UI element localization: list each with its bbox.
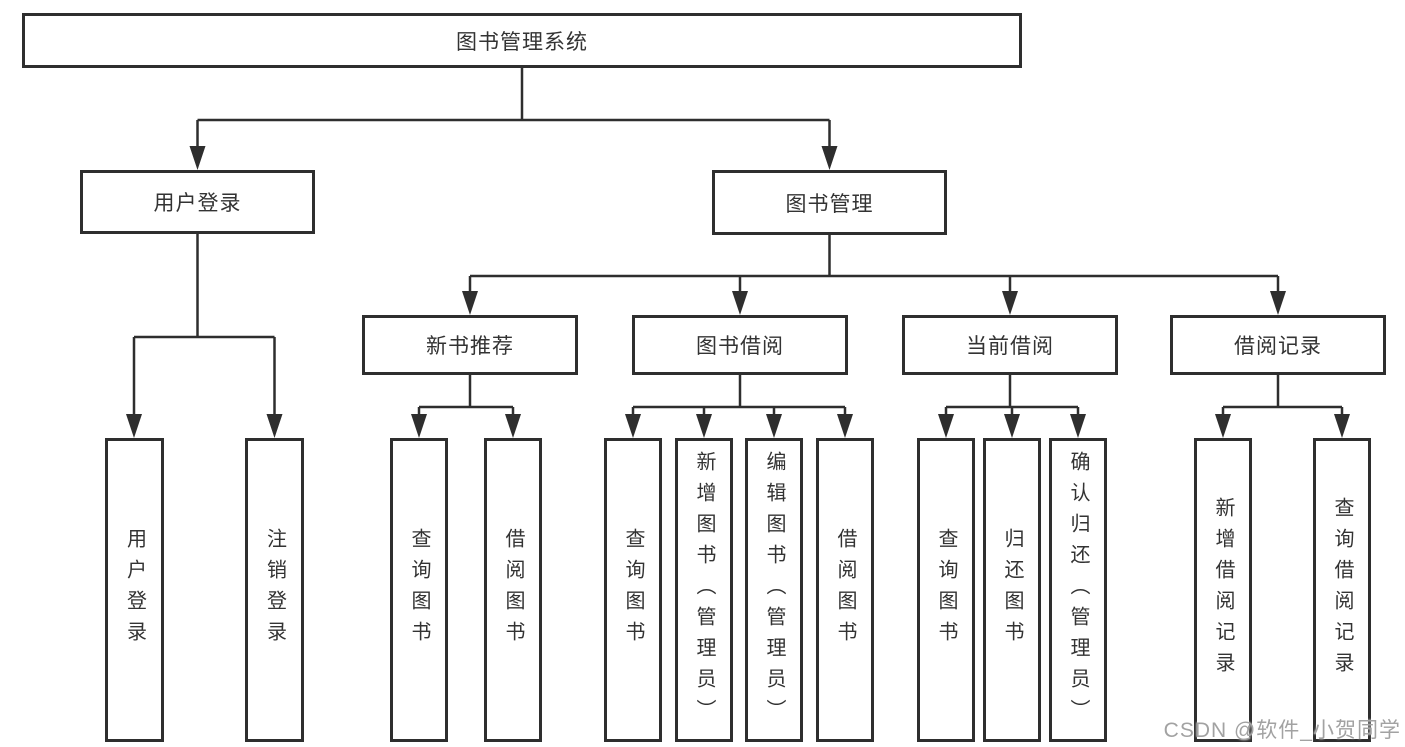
node-book-borrow: 图书借阅 <box>632 315 848 375</box>
leaf-user-login: 用户登录 <box>105 438 164 742</box>
leaf-edit-books-admin: 编辑图书（管理员） <box>745 438 803 742</box>
node-new-book-recommend: 新书推荐 <box>362 315 578 375</box>
leaf-add-books-admin: 新增图书（管理员） <box>675 438 733 742</box>
node-current-borrow: 当前借阅 <box>902 315 1118 375</box>
node-book-management: 图书管理 <box>712 170 947 235</box>
csdn-watermark: CSDN @软件_小贺同学 <box>1163 719 1401 742</box>
leaf-query-books-borrow: 查询图书 <box>604 438 662 742</box>
leaf-query-books-current: 查询图书 <box>917 438 975 742</box>
leaf-return-books: 归还图书 <box>983 438 1041 742</box>
node-user-login: 用户登录 <box>80 170 315 234</box>
leaf-add-borrow-record: 新增借阅记录 <box>1194 438 1252 742</box>
leaf-borrow-books-recommend: 借阅图书 <box>484 438 542 742</box>
node-library-management-system: 图书管理系统 <box>22 13 1022 68</box>
leaf-query-borrow-record: 查询借阅记录 <box>1313 438 1371 742</box>
leaf-query-books-recommend: 查询图书 <box>390 438 448 742</box>
leaf-logout: 注销登录 <box>245 438 304 742</box>
leaf-confirm-return-admin: 确认归还（管理员） <box>1049 438 1107 742</box>
node-borrow-records: 借阅记录 <box>1170 315 1386 375</box>
leaf-borrow-books: 借阅图书 <box>816 438 874 742</box>
arrowheads <box>126 146 1350 438</box>
